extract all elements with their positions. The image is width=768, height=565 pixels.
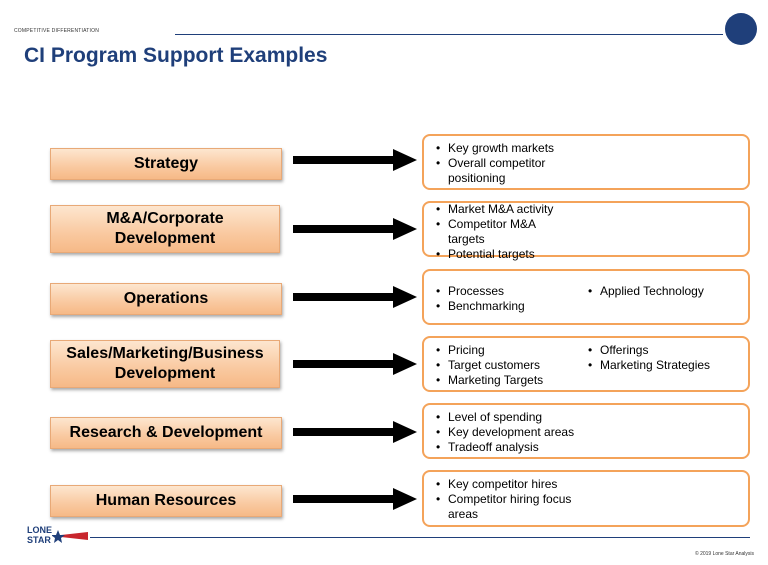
category-research-development: Research & Development bbox=[50, 417, 282, 449]
detail-list: Key competitor hires Competitor hiring f… bbox=[434, 477, 594, 522]
list-item: Competitor hiring focus areas bbox=[434, 492, 594, 522]
arrow-right-icon bbox=[293, 353, 417, 375]
list-item: Key development areas bbox=[434, 425, 634, 440]
section-label: COMPETITIVE DIFFERENTIATION bbox=[14, 28, 100, 34]
category-strategy: Strategy bbox=[50, 148, 282, 180]
footer-rule bbox=[90, 537, 750, 538]
category-ma-corporate: M&A/Corporate Development bbox=[50, 205, 280, 253]
list-item: Target customers bbox=[434, 358, 584, 373]
list-item: Potential targets bbox=[434, 247, 574, 262]
list-item: Offerings bbox=[586, 343, 746, 358]
category-human-resources: Human Resources bbox=[50, 485, 282, 517]
list-item: Processes bbox=[434, 284, 584, 299]
detail-list: Processes Benchmarking bbox=[434, 284, 584, 314]
detail-box-strategy: Key growth markets Overall competitor po… bbox=[422, 134, 750, 190]
list-item: Key competitor hires bbox=[434, 477, 594, 492]
brand-circle bbox=[725, 13, 757, 45]
arrow-right-icon bbox=[293, 149, 417, 171]
list-item: Benchmarking bbox=[434, 299, 584, 314]
category-sales-marketing: Sales/Marketing/Business Development bbox=[50, 340, 280, 388]
list-item: Overall competitor positioning bbox=[434, 156, 594, 186]
logo-line2: STAR bbox=[27, 535, 51, 545]
list-item: Key growth markets bbox=[434, 141, 594, 156]
arrow-right-icon bbox=[293, 488, 417, 510]
star-flag-icon bbox=[52, 530, 88, 543]
detail-list: Key growth markets Overall competitor po… bbox=[434, 141, 594, 186]
copyright: © 2019 Lone Star Analysis bbox=[695, 551, 754, 557]
list-item: Marketing Targets bbox=[434, 373, 584, 388]
category-operations: Operations bbox=[50, 283, 282, 315]
detail-box-hr: Key competitor hires Competitor hiring f… bbox=[422, 470, 750, 527]
detail-box-sales: Pricing Target customers Marketing Targe… bbox=[422, 336, 750, 392]
lone-star-logo: LONE STAR bbox=[27, 525, 88, 548]
detail-list: Pricing Target customers Marketing Targe… bbox=[434, 343, 584, 388]
list-item: Marketing Strategies bbox=[586, 358, 746, 373]
detail-box-ma: Market M&A activity Competitor M&A targe… bbox=[422, 201, 750, 262]
list-item: Pricing bbox=[434, 343, 584, 358]
list-item: Applied Technology bbox=[586, 284, 746, 299]
detail-list: Level of spending Key development areas … bbox=[434, 410, 634, 455]
detail-list: Market M&A activity Competitor M&A targe… bbox=[434, 202, 574, 262]
list-item: Level of spending bbox=[434, 410, 634, 425]
list-item: Market M&A activity bbox=[434, 202, 574, 217]
detail-box-rnd: Level of spending Key development areas … bbox=[422, 403, 750, 459]
arrow-right-icon bbox=[293, 286, 417, 308]
page-title: CI Program Support Examples bbox=[24, 44, 328, 67]
detail-list: Offerings Marketing Strategies bbox=[586, 343, 746, 373]
detail-box-operations: Processes Benchmarking Applied Technolog… bbox=[422, 269, 750, 325]
header-rule bbox=[175, 34, 723, 35]
list-item: Competitor M&A targets bbox=[434, 217, 574, 247]
list-item: Tradeoff analysis bbox=[434, 440, 634, 455]
arrow-right-icon bbox=[293, 421, 417, 443]
arrow-right-icon bbox=[293, 218, 417, 240]
detail-list: Applied Technology bbox=[586, 284, 746, 299]
logo-line1: LONE bbox=[27, 525, 53, 535]
